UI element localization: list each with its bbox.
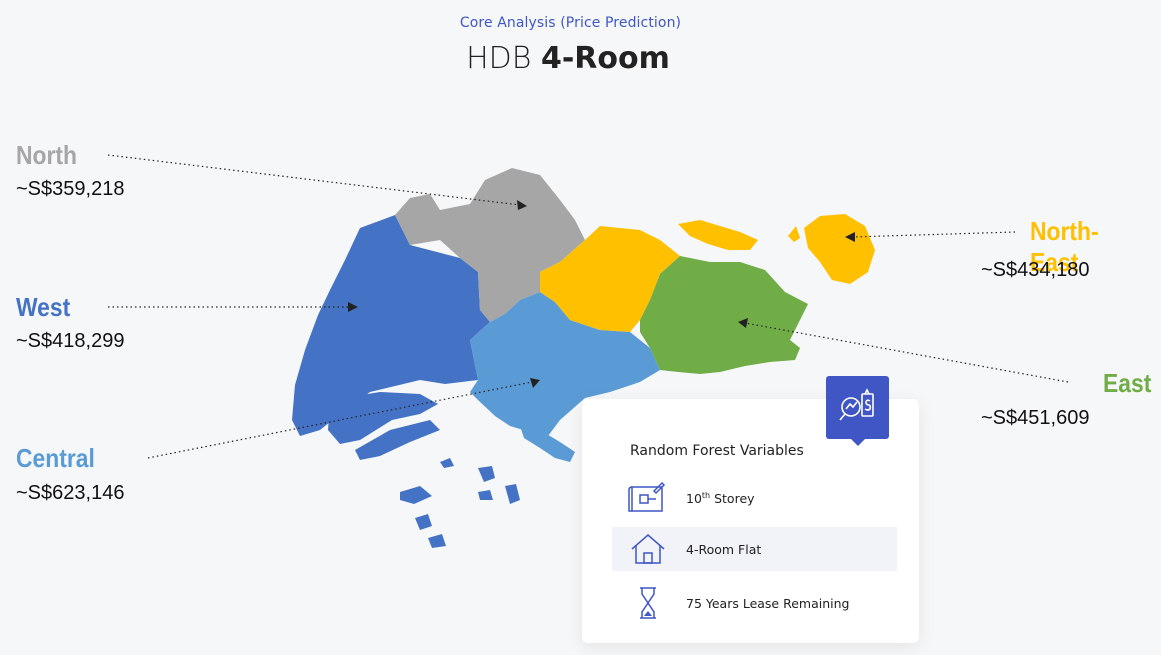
page-subtitle: Core Analysis (Price Prediction) bbox=[459, 15, 682, 31]
region-label-north-east: North-East bbox=[1030, 216, 1099, 277]
region-east[interactable] bbox=[640, 256, 808, 374]
region-price-north: ~S$359,218 bbox=[16, 178, 125, 200]
leader-lines bbox=[107, 154, 1069, 459]
leader-arrowheads bbox=[348, 200, 855, 388]
region-label-west: West bbox=[16, 292, 71, 322]
region-west[interactable] bbox=[292, 215, 490, 436]
region-label-central: Central bbox=[16, 443, 95, 473]
region-label-east: East bbox=[1103, 368, 1152, 398]
variable-item-flat-type: 4-Room Flat bbox=[612, 527, 897, 571]
region-price-north-east: ~S$434,180 bbox=[981, 259, 1090, 281]
analysis-badge bbox=[826, 376, 889, 446]
hourglass-icon bbox=[640, 587, 656, 619]
variable-item-storey: 10th Storey bbox=[612, 477, 897, 521]
region-west-islands bbox=[328, 392, 520, 548]
region-central-islands bbox=[520, 426, 575, 462]
region-price-central: ~S$623,146 bbox=[16, 482, 125, 504]
blueprint-icon bbox=[628, 481, 666, 512]
house-icon bbox=[631, 534, 665, 564]
region-north[interactable] bbox=[395, 168, 585, 322]
region-price-west: ~S$418,299 bbox=[16, 330, 125, 352]
card-title: Random Forest Variables bbox=[630, 443, 804, 459]
title-prefix: HDB bbox=[466, 41, 532, 76]
page-title: HDB 4-Room bbox=[0, 41, 1136, 76]
region-label-north: North bbox=[16, 140, 78, 170]
variable-label-storey: 10th Storey bbox=[686, 491, 755, 507]
region-north-east-islands bbox=[678, 214, 875, 284]
region-north-east[interactable] bbox=[540, 226, 680, 332]
title-bold: 4-Room bbox=[540, 41, 670, 76]
region-central[interactable] bbox=[470, 292, 660, 440]
variable-label-flat-type: 4-Room Flat bbox=[686, 541, 762, 557]
analysis-icon bbox=[839, 388, 874, 421]
region-price-east: ~S$451,609 bbox=[981, 407, 1090, 429]
variable-item-lease: 75 Years Lease Remaining bbox=[612, 581, 897, 625]
variable-label-lease: 75 Years Lease Remaining bbox=[686, 595, 850, 611]
